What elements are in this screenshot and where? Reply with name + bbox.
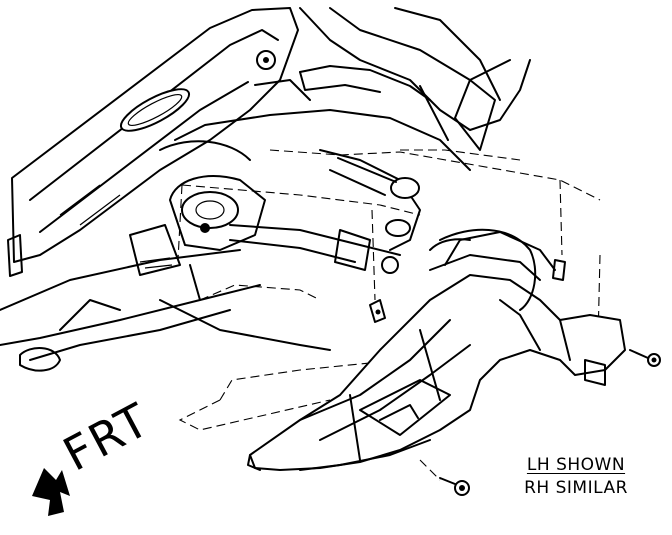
- splash-shield: [247, 231, 626, 471]
- fender-panel: [7, 7, 299, 277]
- tire-outline: [429, 228, 537, 311]
- note-line-1: LH SHOWN: [526, 455, 626, 475]
- note-line-2: RH SIMILAR: [524, 478, 628, 498]
- suspension-components: [129, 149, 421, 276]
- side-note: LH SHOWN RH SIMILAR: [506, 454, 646, 500]
- wheelhouse-arch: [159, 65, 471, 171]
- front-direction-arrow-icon: [32, 468, 70, 516]
- fastener-lower: [439, 477, 470, 496]
- body-pillar: [299, 7, 531, 151]
- fastener-center: [369, 299, 386, 323]
- frame-rail: [0, 249, 331, 372]
- fastener-upper-right: [552, 259, 661, 367]
- alignment-lines: [177, 149, 621, 481]
